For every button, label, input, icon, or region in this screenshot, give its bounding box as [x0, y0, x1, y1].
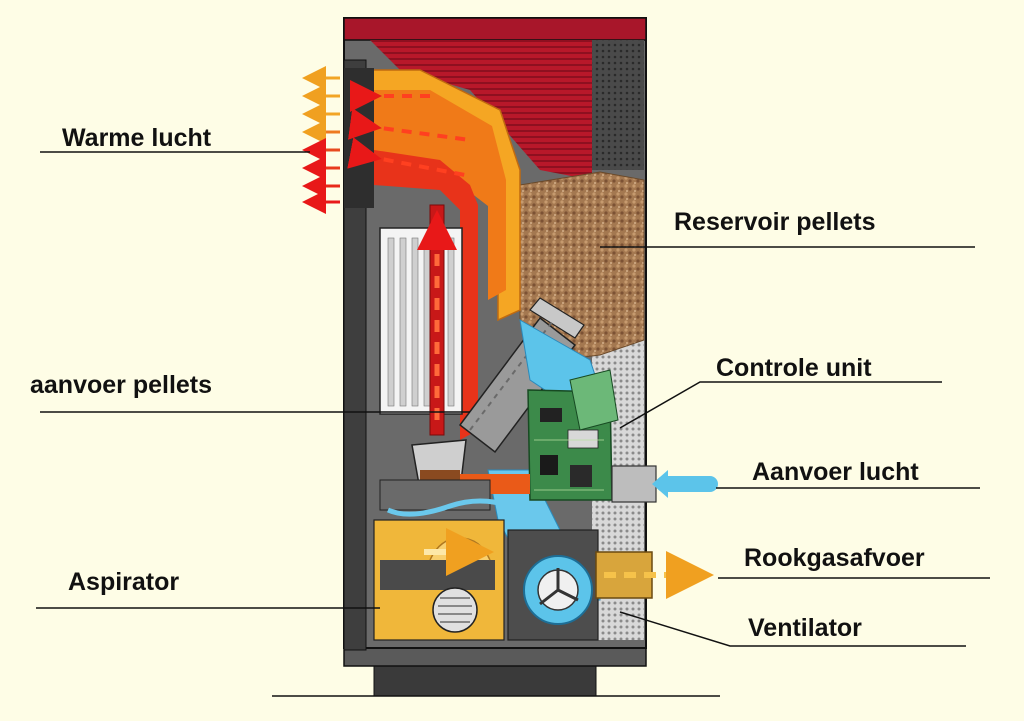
label-controle-unit: Controle unit [716, 354, 872, 382]
label-aspirator: Aspirator [68, 568, 179, 596]
air-intake-pipe [611, 465, 718, 503]
warm-air-outlet [302, 66, 471, 214]
top-cover [343, 17, 647, 41]
exhaust-pipe [595, 551, 714, 599]
ventilator-fan [507, 529, 599, 641]
label-warme-lucht: Warme lucht [62, 124, 212, 152]
label-aanvoer-pellets: aanvoer pellets [30, 371, 212, 399]
flame-column [417, 204, 457, 436]
leader-lines [36, 151, 990, 697]
burn-pot [379, 439, 530, 517]
control-unit-board [527, 369, 619, 501]
label-reservoir-pellets: Reservoir pellets [674, 208, 876, 236]
label-ventilator: Ventilator [748, 614, 862, 642]
upper-side-panel [592, 40, 644, 170]
label-aanvoer-lucht: Aanvoer lucht [752, 458, 919, 486]
label-rookgasafvoer: Rookgasafvoer [744, 544, 925, 572]
aspirator-unit [373, 519, 505, 641]
heat-exchanger-tubes [379, 227, 463, 415]
